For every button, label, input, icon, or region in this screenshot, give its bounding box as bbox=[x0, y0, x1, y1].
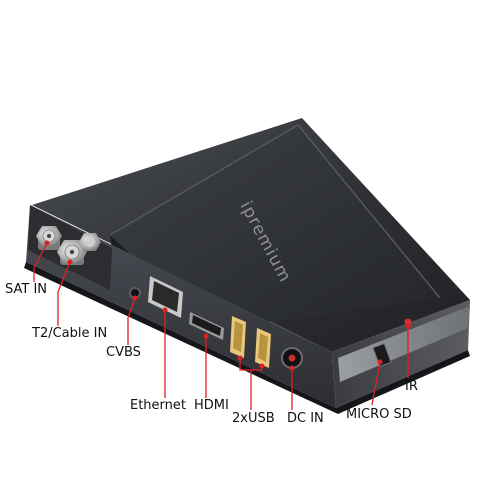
sat-in-connector bbox=[36, 226, 62, 250]
label-t2-cable-in: T2/Cable IN bbox=[32, 326, 108, 341]
label-hdmi: HDMI bbox=[194, 398, 229, 413]
usb-port-2 bbox=[255, 328, 271, 368]
label-dc-in: DC IN bbox=[287, 411, 324, 426]
usb-port-1 bbox=[230, 316, 246, 358]
label-cvbs: CVBS bbox=[106, 345, 141, 360]
ir-window bbox=[404, 318, 412, 326]
dc-in-jack bbox=[281, 347, 303, 369]
label-micro-sd: MICRO SD bbox=[346, 407, 412, 422]
label-ethernet: Ethernet bbox=[130, 398, 186, 413]
label-ir: IR bbox=[405, 379, 418, 394]
case-side-stripe bbox=[338, 306, 470, 382]
callout-dots bbox=[44, 240, 411, 371]
label-2xusb: 2xUSB bbox=[232, 411, 275, 426]
callout-lines bbox=[33, 242, 409, 410]
loop-out-connector bbox=[79, 233, 101, 251]
ethernet-port bbox=[148, 276, 183, 318]
hdmi-port bbox=[189, 312, 224, 340]
micro-sd-slot bbox=[372, 342, 392, 368]
t2-cable-in-connector bbox=[57, 240, 87, 265]
label-sat-in: SAT IN bbox=[5, 282, 48, 297]
case-lid-panel bbox=[110, 125, 440, 330]
